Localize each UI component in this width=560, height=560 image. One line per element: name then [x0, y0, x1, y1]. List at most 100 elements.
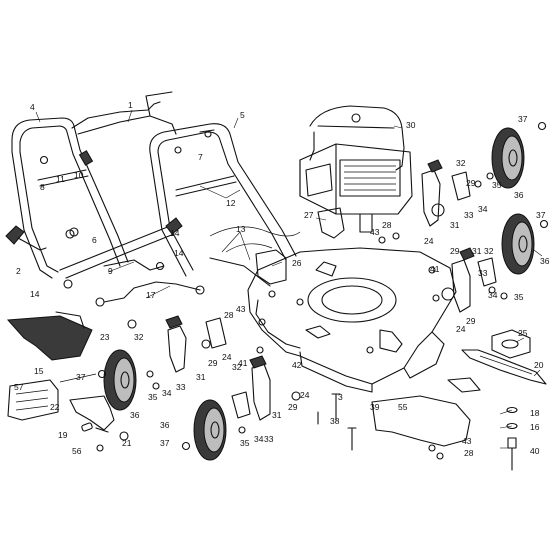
callout-35c: 35 [148, 392, 158, 402]
callout-38: 38 [330, 416, 340, 426]
upper-handle-right [149, 123, 297, 277]
callout-34c: 34 [162, 388, 172, 398]
callout-24b: 24 [456, 324, 466, 334]
callout-14c: 14 [30, 289, 40, 299]
callout-36d: 36 [160, 420, 170, 430]
callout-33b: 33 [478, 268, 488, 278]
callout-28b: 28 [224, 310, 234, 320]
rear-wheel-left [103, 349, 137, 411]
callout-17: 17 [146, 290, 156, 300]
callout-11: 11 [56, 174, 65, 184]
callout-24a: 24 [424, 236, 434, 246]
callout-31: 31 [450, 220, 460, 230]
callout-31d: 31 [272, 410, 282, 420]
callout-20: 20 [534, 360, 544, 370]
callout-24d: 24 [300, 390, 310, 400]
callout-36b: 36 [540, 256, 550, 266]
callout-14a: 14 [170, 228, 180, 238]
callout-23: 23 [100, 332, 110, 342]
callout-56: 56 [72, 446, 82, 456]
callout-37b: 37 [536, 210, 546, 220]
callout-41: 41 [430, 264, 440, 274]
callout-10: 10 [74, 170, 84, 180]
callout-29b: 29 [450, 246, 460, 256]
front-wheel-mid [501, 213, 535, 275]
leader-lines [35, 109, 543, 449]
hardware-fasteners [96, 121, 549, 460]
callout-37d: 37 [160, 438, 170, 448]
callout-8: 8 [40, 182, 45, 192]
deflector-shield [6, 311, 93, 361]
callout-16: 16 [530, 422, 540, 432]
callout-42: 42 [292, 360, 302, 370]
rear-wheel-right [193, 399, 227, 461]
callout-7: 7 [198, 152, 203, 162]
callout-19: 19 [58, 430, 68, 440]
callout-35b: 35 [514, 292, 524, 302]
callout-5: 5 [240, 110, 245, 120]
callout-18: 18 [530, 408, 540, 418]
callout-33: 33 [464, 210, 474, 220]
callout-2: 2 [16, 266, 21, 276]
callout-24c: 24 [222, 352, 232, 362]
height-adjusters [165, 159, 497, 421]
handle-knob-right [165, 217, 183, 235]
callout-26: 26 [292, 258, 302, 268]
callout-22: 22 [50, 402, 60, 412]
callout-29c: 29 [466, 316, 476, 326]
callout-32c: 32 [134, 332, 144, 342]
callout-40: 40 [530, 446, 540, 456]
lower-handle [59, 225, 271, 287]
callout-12: 12 [226, 198, 236, 208]
handle-brackets [65, 229, 205, 329]
callout-9: 9 [108, 266, 113, 276]
callout-43b: 43 [236, 304, 246, 314]
part-number-labels: 1 4 5 30 37 7 8 11 10 32 29 35 36 12 34 … [14, 100, 550, 458]
callout-6: 6 [92, 235, 97, 245]
callout-27: 27 [304, 210, 314, 220]
callout-35d: 35 [240, 438, 250, 448]
callout-25: 25 [518, 328, 528, 338]
front-wheel-top [491, 127, 525, 189]
control-cable [209, 226, 301, 253]
callout-28c: 28 [464, 448, 474, 458]
callout-29: 29 [466, 178, 476, 188]
engine [299, 105, 413, 233]
callout-39: 39 [370, 402, 380, 412]
callout-35: 35 [492, 180, 502, 190]
callout-43: 43 [370, 227, 380, 237]
callout-14b: 14 [174, 248, 184, 258]
control-bail [71, 91, 177, 135]
handle-knob-left [5, 225, 47, 251]
callout-33c: 33 [176, 382, 186, 392]
callout-57: 57 [14, 382, 24, 392]
callout-36c: 36 [130, 410, 140, 420]
upper-handle-left [11, 117, 129, 279]
callout-21: 21 [122, 438, 132, 448]
callout-36: 36 [514, 190, 524, 200]
callout-41b: 41 [238, 358, 248, 368]
callout-29e: 29 [288, 402, 298, 412]
mower-deck [247, 247, 457, 393]
callout-34: 34 [478, 204, 488, 214]
callout-31c: 31 [196, 372, 206, 382]
discharge-chute [371, 377, 481, 447]
callout-4: 4 [30, 102, 35, 112]
blade-adapter [491, 329, 531, 359]
callout-37: 37 [518, 114, 528, 124]
callout-13: 13 [236, 224, 246, 234]
callout-55: 55 [398, 402, 408, 412]
callout-31b: 31 [472, 246, 482, 256]
callout-33d: 33 [264, 434, 274, 444]
callout-28: 28 [382, 220, 392, 230]
callout-29d: 29 [208, 358, 218, 368]
callout-1: 1 [128, 100, 133, 110]
rear-door-assembly [7, 373, 115, 433]
callout-30: 30 [406, 120, 416, 130]
callout-34b: 34 [488, 290, 498, 300]
callout-32b: 32 [484, 246, 494, 256]
callout-37c: 37 [76, 372, 86, 382]
callout-15: 15 [34, 366, 44, 376]
callout-32: 32 [456, 158, 466, 168]
